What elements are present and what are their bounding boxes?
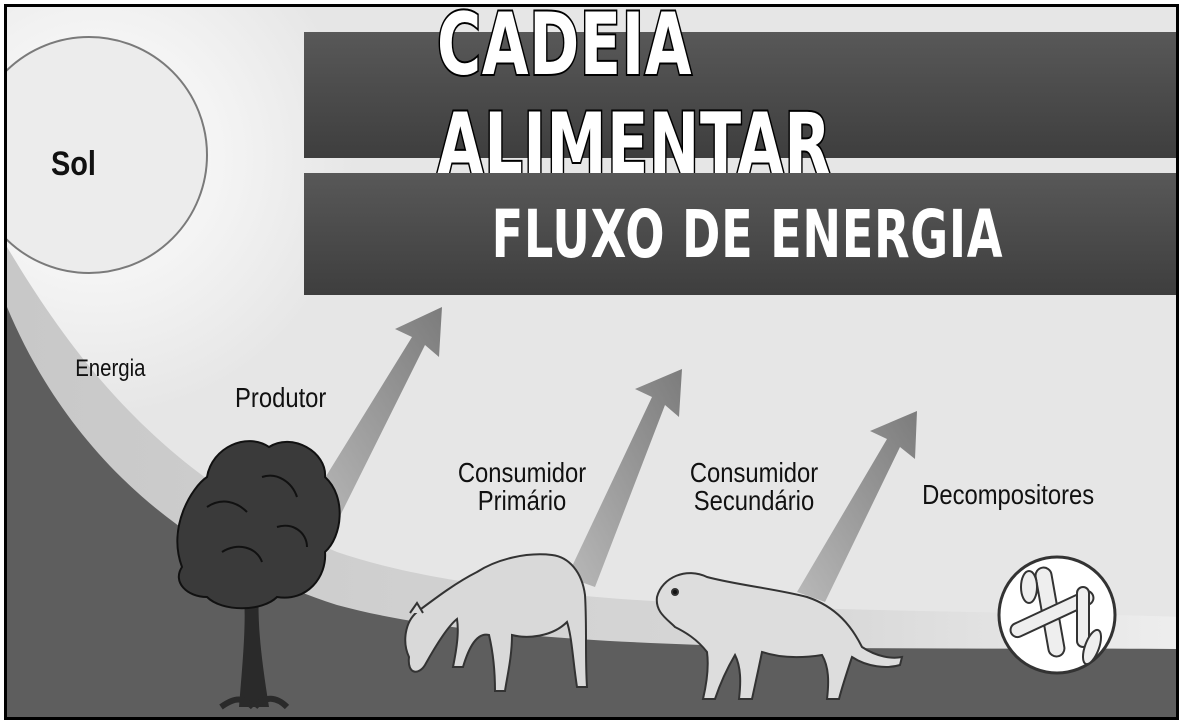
lion-icon bbox=[655, 572, 904, 700]
sun-label: Sol bbox=[50, 145, 96, 183]
secondary-consumer-label: Consumidor Secundário bbox=[682, 459, 827, 515]
energy-label: Energia bbox=[75, 355, 146, 382]
primary-consumer-label-line1: Consumidor bbox=[457, 457, 587, 488]
diagram-title: CADEIA ALIMENTAR bbox=[436, 4, 833, 197]
subtitle-banner: FLUXO DE ENERGIA bbox=[304, 173, 1176, 295]
primary-consumer-label-line2: Primário bbox=[477, 485, 567, 516]
energy-arrow-1 bbox=[307, 307, 442, 522]
title-banner: CADEIA ALIMENTAR bbox=[304, 7, 1176, 197]
bacteria-icon bbox=[997, 555, 1117, 675]
primary-consumer-label: Consumidor Primário bbox=[450, 459, 595, 515]
diagram-subtitle: FLUXO DE ENERGIA bbox=[491, 195, 1004, 273]
producer-label: Produtor bbox=[235, 382, 327, 413]
secondary-consumer-label-line2: Secundário bbox=[693, 485, 815, 516]
sun-circle-icon bbox=[7, 36, 208, 274]
tree-icon bbox=[176, 440, 341, 710]
energy-arrow-3 bbox=[797, 411, 917, 602]
energy-arrows bbox=[307, 307, 917, 602]
secondary-consumer-label-line1: Consumidor bbox=[689, 457, 819, 488]
llama-icon bbox=[404, 553, 589, 692]
energy-arrow-2 bbox=[567, 369, 682, 587]
diagram-frame: CADEIA ALIMENTAR FLUXO DE ENERGIA Sol En… bbox=[4, 4, 1179, 720]
ground-area bbox=[7, 307, 1176, 717]
decomposers-label: Decompositores bbox=[922, 479, 1095, 510]
